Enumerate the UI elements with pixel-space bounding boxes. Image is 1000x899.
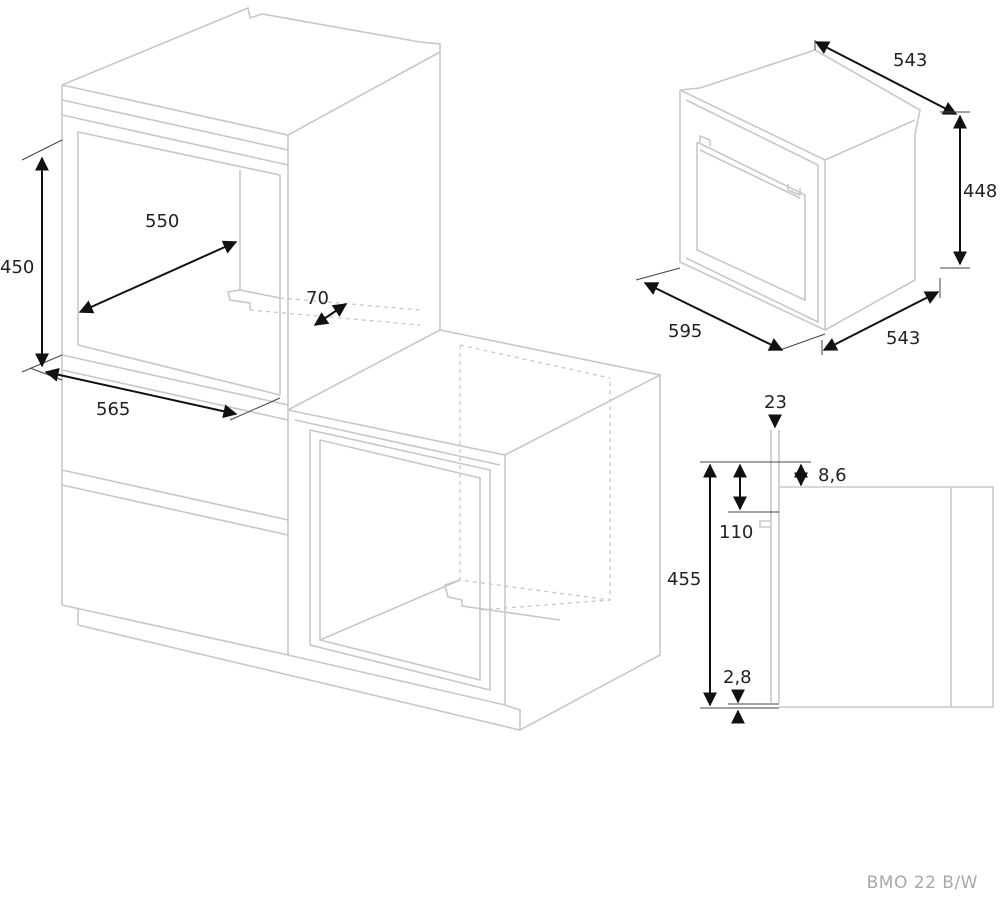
total-height-label: 455	[667, 569, 702, 590]
oven-height-label: 448	[963, 181, 998, 202]
niche-height-label: 450	[0, 257, 35, 278]
niche-dimensions	[21, 139, 348, 421]
oven-width-label: 595	[668, 321, 703, 342]
niche-width-label: 565	[96, 399, 131, 420]
oven-perspective	[635, 40, 970, 355]
lower-right-cabinet	[287, 329, 663, 732]
control-panel-height-label: 110	[719, 522, 754, 543]
upper-cabinet	[61, 6, 441, 605]
panel-thickness-label: 23	[764, 392, 787, 413]
oven-side-profile	[700, 414, 994, 724]
bottom-offset-label: 2,8	[723, 667, 752, 688]
oven-depth-bottom-label: 543	[886, 328, 921, 349]
top-offset-label: 8,6	[818, 465, 847, 486]
niche-depth-label: 550	[145, 211, 180, 232]
model-name: BMO 22 B/W	[866, 873, 978, 893]
rear-gap-label: 70	[306, 288, 329, 309]
oven-depth-top-label: 543	[893, 50, 928, 71]
lower-left-drawers	[61, 369, 521, 731]
